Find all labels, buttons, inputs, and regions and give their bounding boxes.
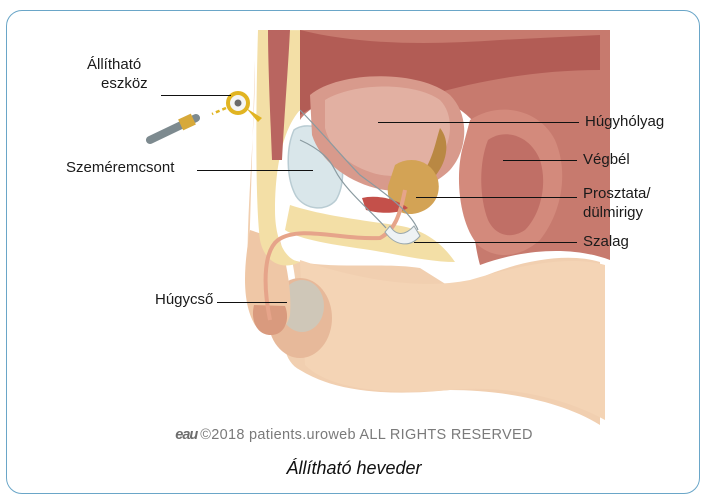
label-adjustable-device-line1: Állítható — [87, 56, 141, 74]
label-urethra: Húgycső — [155, 291, 213, 309]
leader-urethra — [217, 302, 287, 303]
label-sling: Szalag — [583, 233, 629, 251]
label-rectum: Végbél — [583, 151, 630, 169]
leader-bladder — [378, 122, 579, 123]
label-pubic-bone: Szeméremcsont — [66, 159, 174, 177]
figure-caption: Állítható heveder — [0, 458, 708, 479]
adjustable-device — [150, 93, 262, 140]
leader-pubic-bone — [197, 170, 313, 171]
label-adjustable-device-line2: eszköz — [101, 75, 148, 93]
leader-sling — [414, 242, 577, 243]
label-bladder: Húgyhólyag — [585, 113, 664, 131]
lower-body — [300, 260, 605, 420]
copyright-line: eau©2018 patients.uroweb ALL RIGHTS RESE… — [0, 427, 708, 443]
leader-prostate — [416, 197, 577, 198]
eau-logo: eau — [175, 427, 197, 443]
leader-adjustable-device — [161, 95, 231, 96]
label-prostate-line1: Prosztata/ — [583, 185, 651, 203]
copyright-text: ©2018 patients.uroweb ALL RIGHTS RESERVE… — [200, 427, 532, 443]
leader-rectum — [503, 160, 577, 161]
label-prostate-line2: dülmirigy — [583, 204, 643, 222]
